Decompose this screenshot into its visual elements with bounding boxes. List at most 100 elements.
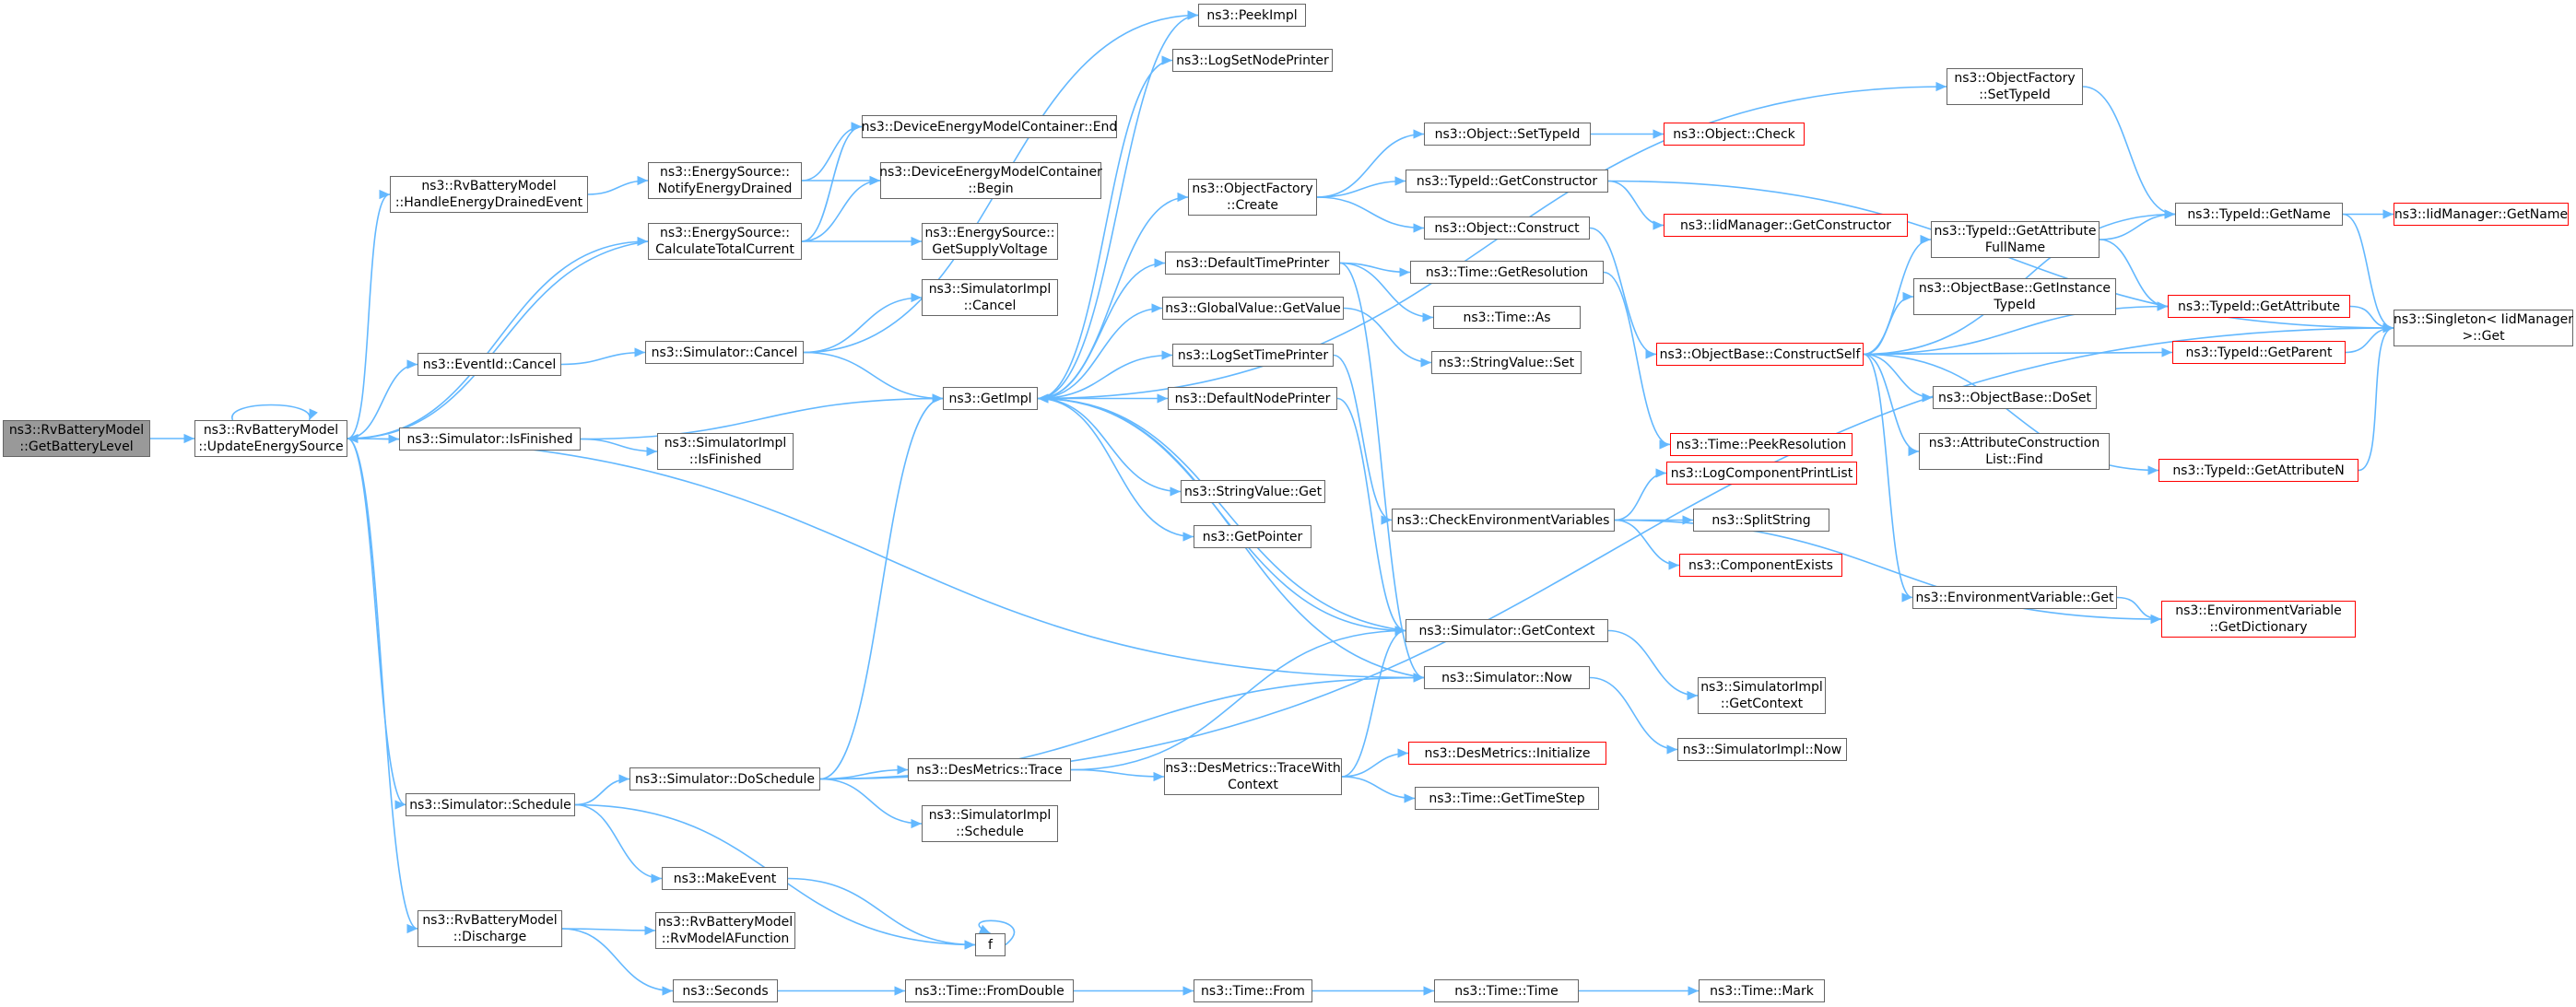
node-handleenergydrained[interactable]: ns3::RvBatteryModel::HandleEnergyDrained…	[390, 176, 588, 213]
node-object-settypeid[interactable]: ns3::Object::SetTypeId	[1424, 123, 1591, 146]
node-container-begin[interactable]: ns3::DeviceEnergyModelContainer::Begin	[879, 162, 1102, 199]
node-simulatorimpl-now[interactable]: ns3::SimulatorImpl::Now	[1677, 738, 1847, 761]
node-label-line: ns3::Time::GetResolution	[1425, 264, 1589, 280]
node-desmetrics-trace[interactable]: ns3::DesMetrics::Trace	[908, 758, 1071, 781]
node-typeid-getattributen[interactable]: ns3::TypeId::GetAttributeN	[2158, 459, 2358, 482]
node-iidmanager-getconstructor[interactable]: ns3::IidManager::GetConstructor	[1664, 214, 1908, 237]
node-object-construct[interactable]: ns3::Object::Construct	[1424, 217, 1590, 240]
node-label-line: ::IsFinished	[688, 452, 762, 467]
call-edge-simulator-isfinished-to-getimpl	[580, 393, 944, 440]
node-label-line: ns3::GlobalValue::GetValue	[1165, 300, 1341, 316]
node-simulator-cancel[interactable]: ns3::Simulator::Cancel	[645, 341, 804, 364]
node-typeid-getconstructor[interactable]: ns3::TypeId::GetConstructor	[1406, 170, 1608, 193]
node-label-line: ns3::TypeId::GetConstructor	[1416, 173, 1598, 189]
node-updateenergysource[interactable]: ns3::RvBatteryModel::UpdateEnergySource	[194, 420, 347, 457]
node-environmentvariable-getdictionary[interactable]: ns3::EnvironmentVariable::GetDictionary	[2161, 601, 2356, 638]
node-desmetrics-initialize[interactable]: ns3::DesMetrics::Initialize	[1408, 742, 1606, 765]
node-makeevent[interactable]: ns3::MakeEvent	[662, 867, 788, 890]
node-time-peekresolution[interactable]: ns3::Time::PeekResolution	[1670, 433, 1853, 456]
node-label-line: ns3::SimulatorImpl::Now	[1682, 742, 1842, 757]
node-time-gettimestep[interactable]: ns3::Time::GetTimeStep	[1415, 787, 1599, 810]
node-checkenvvars[interactable]: ns3::CheckEnvironmentVariables	[1392, 509, 1615, 532]
call-edge-makeevent-to-f	[787, 877, 976, 950]
call-edge-desmetrics-trace-to-simulator-getcontext	[1070, 626, 1406, 771]
node-fromdouble[interactable]: ns3::Time::FromDouble	[905, 979, 1074, 1002]
node-time-getresolution[interactable]: ns3::Time::GetResolution	[1410, 261, 1604, 284]
node-label-line: ns3::Time::As	[1463, 310, 1551, 325]
node-typeid-getparent[interactable]: ns3::TypeId::GetParent	[2172, 341, 2346, 364]
node-label-line: ns3::DeviceEnergyModelContainer::End	[861, 119, 1118, 135]
node-label-line: ns3::Singleton< IidManager	[2394, 312, 2573, 327]
node-objectfactory-create[interactable]: ns3::ObjectFactory::Create	[1188, 179, 1317, 216]
call-edge-objectfactory-create-to-typeid-getconstructor	[1316, 176, 1406, 198]
call-edge-getattributefullname-to-typeid-getattribute	[2099, 239, 2169, 311]
node-objectbase-constructself[interactable]: ns3::ObjectBase::ConstructSelf	[1656, 343, 1864, 366]
node-time-mark[interactable]: ns3::Time::Mark	[1699, 979, 1825, 1002]
node-logsettimeprinter[interactable]: ns3::LogSetTimePrinter	[1172, 344, 1334, 367]
node-label-line: ns3::EnvironmentVariable	[2175, 603, 2342, 618]
node-defaulttimeprinter[interactable]: ns3::DefaultTimePrinter	[1165, 252, 1340, 275]
node-label-line: Context	[1228, 778, 1278, 792]
node-logcomponentprintlist[interactable]: ns3::LogComponentPrintList	[1666, 462, 1857, 485]
call-edge-typeid-getconstructor-to-iidmanager-getconstructor	[1607, 180, 1664, 230]
node-label-line: ns3::ObjectBase::GetInstance	[1918, 281, 2111, 296]
node-environmentvariable-get[interactable]: ns3::EnvironmentVariable::Get	[1912, 586, 2117, 609]
call-edge-getattributefullname-to-typeid-getname	[2099, 209, 2176, 240]
node-getsupplyvoltage[interactable]: ns3::EnergySource::GetSupplyVoltage	[922, 223, 1058, 260]
node-object-check[interactable]: ns3::Object::Check	[1664, 123, 1805, 146]
node-peekimpl[interactable]: ns3::PeekImpl	[1198, 4, 1306, 27]
node-objectbase-doset[interactable]: ns3::ObjectBase::DoSet	[1933, 386, 2097, 409]
node-doschedule[interactable]: ns3::Simulator::DoSchedule	[629, 767, 820, 790]
node-stringvalue-set[interactable]: ns3::StringValue::Set	[1431, 351, 1582, 374]
node-time-time[interactable]: ns3::Time::Time	[1434, 979, 1579, 1002]
node-simulatorimpl-isfinished[interactable]: ns3::SimulatorImpl::IsFinished	[657, 433, 794, 470]
node-f[interactable]: f	[975, 933, 1006, 956]
node-simulatorimpl-schedule[interactable]: ns3::SimulatorImpl::Schedule	[922, 805, 1058, 842]
node-eventid-cancel[interactable]: ns3::EventId::Cancel	[418, 353, 561, 376]
node-label-line: ns3::GetImpl	[948, 391, 1032, 406]
node-singleton-get[interactable]: ns3::Singleton< IidManager >::Get	[2394, 310, 2573, 346]
node-logsetnodeprinter[interactable]: ns3::LogSetNodePrinter	[1172, 49, 1333, 72]
node-simulator-isfinished[interactable]: ns3::Simulator::IsFinished	[399, 427, 581, 451]
node-iidmanager-getname[interactable]: ns3::IidManager::GetName	[2394, 203, 2569, 226]
node-simulatorimpl-getcontext[interactable]: ns3::SimulatorImpl::GetContext	[1698, 677, 1826, 714]
node-simulator-getcontext[interactable]: ns3::Simulator::GetContext	[1406, 619, 1608, 642]
call-edge-objectbase-constructself-to-typeid-getparent	[1863, 347, 2173, 357]
node-globalvalue-getvalue[interactable]: ns3::GlobalValue::GetValue	[1162, 297, 1344, 320]
call-edge-defaulttimeprinter-to-simulator-now	[1339, 262, 1425, 683]
node-componentexists[interactable]: ns3::ComponentExists	[1679, 554, 1842, 577]
node-stringvalue-get[interactable]: ns3::StringValue::Get	[1181, 480, 1325, 503]
node-label-line: ns3::Seconds	[682, 983, 769, 999]
call-edge-checkenvvars-to-logcomponentprintlist	[1614, 468, 1667, 521]
node-simulator-now[interactable]: ns3::Simulator::Now	[1424, 666, 1590, 689]
node-getimpl[interactable]: ns3::GetImpl	[943, 387, 1038, 410]
call-edge-eventid-cancel-to-simulator-cancel	[560, 347, 646, 366]
node-calculatetotalcurrent[interactable]: ns3::EnergySource::CalculateTotalCurrent	[648, 223, 802, 260]
node-notifyenergydrained[interactable]: ns3::EnergySource::NotifyEnergyDrained	[648, 162, 802, 199]
node-seconds[interactable]: ns3::Seconds	[673, 979, 778, 1002]
node-simulatorimpl-cancel[interactable]: ns3::SimulatorImpl::Cancel	[922, 279, 1058, 316]
call-edge-getimpl-to-objectfactory-settypeid	[1037, 81, 1947, 400]
node-container-end[interactable]: ns3::DeviceEnergyModelContainer::End	[862, 115, 1117, 138]
node-rvmodelafunction[interactable]: ns3::RvBatteryModel::RvModelAFunction	[655, 912, 795, 949]
node-label-line: ns3::EnergySource::	[659, 226, 791, 240]
call-edge-getimpl-to-globalvalue-getvalue	[1037, 303, 1163, 400]
node-label-line: ns3::EnvironmentVariable::Get	[1915, 590, 2114, 605]
node-objectfactory-settypeid[interactable]: ns3::ObjectFactory::SetTypeId	[1947, 68, 2083, 105]
node-time-from[interactable]: ns3::Time::From	[1194, 979, 1312, 1002]
node-simulator-schedule[interactable]: ns3::Simulator::Schedule	[406, 793, 575, 816]
node-defaultnodeprinter[interactable]: ns3::DefaultNodePrinter	[1168, 387, 1337, 410]
node-getpointer[interactable]: ns3::GetPointer	[1194, 525, 1312, 548]
node-label-line: ::Discharge	[453, 930, 527, 944]
node-typeid-getname[interactable]: ns3::TypeId::GetName	[2175, 203, 2343, 226]
node-discharge[interactable]: ns3::RvBatteryModel::Discharge	[418, 910, 562, 947]
node-label-line: ns3::RvBatteryModel	[8, 423, 145, 438]
node-time-as[interactable]: ns3::Time::As	[1433, 306, 1581, 329]
node-splitstring[interactable]: ns3::SplitString	[1693, 509, 1829, 532]
node-label-line: ns3::Time::GetTimeStep	[1429, 790, 1585, 806]
node-typeid-getattribute[interactable]: ns3::TypeId::GetAttribute	[2168, 295, 2350, 318]
